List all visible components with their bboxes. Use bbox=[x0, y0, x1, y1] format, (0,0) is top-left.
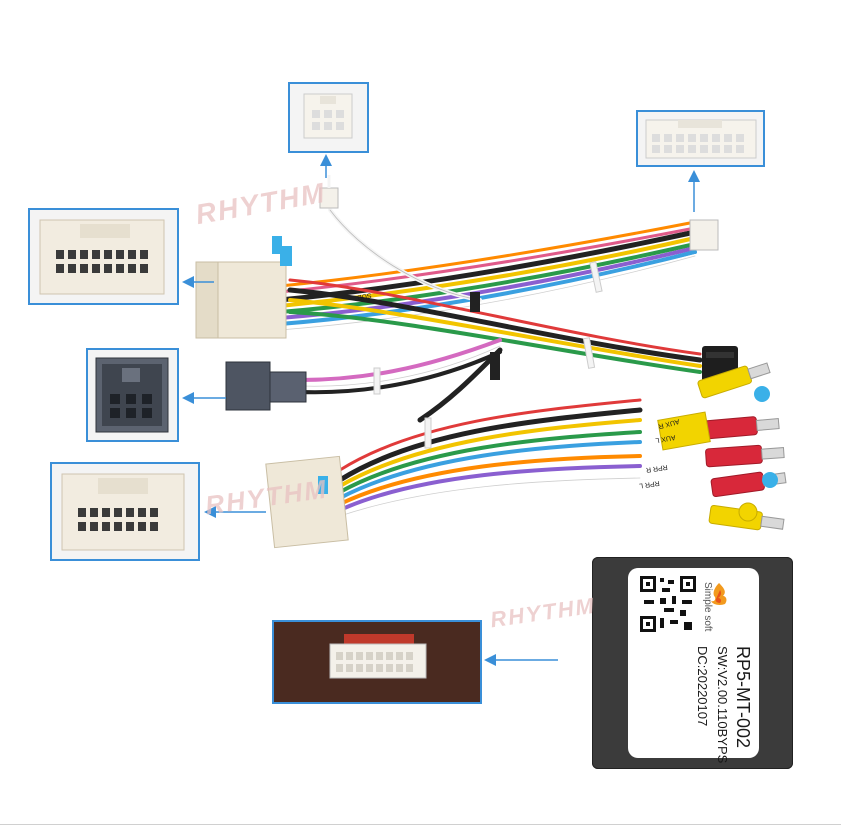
small-connector-right bbox=[689, 219, 719, 251]
bottom-divider bbox=[0, 824, 841, 825]
inset-grey-connector bbox=[86, 348, 179, 442]
wire-bundle-lower bbox=[337, 398, 643, 518]
flame-logo-icon bbox=[711, 583, 727, 605]
module-brand: Simple soft bbox=[702, 582, 713, 632]
grey-connector bbox=[225, 361, 307, 411]
module-date-code: DC:20220107 bbox=[695, 646, 710, 727]
inset-lower-connector bbox=[50, 462, 200, 561]
inset-top-connector bbox=[288, 82, 369, 153]
module-software: SW:V2.00.110BYPS bbox=[715, 646, 730, 764]
rca-plugs bbox=[657, 362, 787, 531]
inset-left-main-connector bbox=[28, 208, 179, 305]
module-model: RP5-MT-002 bbox=[733, 646, 753, 749]
wire-bundle-upper bbox=[277, 208, 703, 374]
inset-right-connector bbox=[636, 110, 765, 167]
qr-code-icon bbox=[638, 574, 698, 634]
zip-ties bbox=[373, 261, 603, 449]
lower-connector bbox=[265, 455, 349, 549]
callout-arrows bbox=[182, 154, 700, 666]
small-plug-top bbox=[319, 175, 339, 209]
main-connector-left bbox=[195, 236, 292, 339]
wire-bundle-middle bbox=[298, 338, 503, 423]
inset-module-port bbox=[272, 620, 482, 704]
